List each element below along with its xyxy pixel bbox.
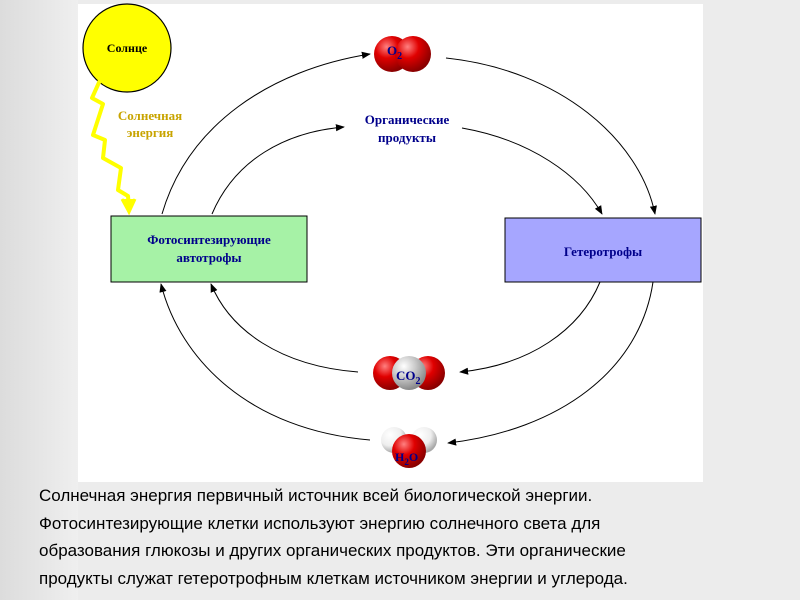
arrow-o2-to-heterotrophs: [445, 57, 657, 215]
heterotrophs-box: Гетеротрофы: [504, 217, 702, 283]
arrow-autotrophs-to-o2: [161, 51, 371, 215]
organic-products-label-line2: продукты: [378, 130, 436, 145]
arrow-heterotrophs-to-h2o: [447, 281, 654, 446]
sun: Солнце: [82, 3, 172, 93]
autotrophs-label-line2: автотрофы: [176, 250, 241, 265]
co2-carbon: [392, 356, 426, 390]
caption-line-2: Фотосинтезирующие клетки используют энер…: [39, 513, 601, 533]
caption-line-4: продукты служат гетеротрофным клеткам ис…: [39, 568, 628, 588]
solar-energy-bolt: [90, 77, 131, 209]
caption-line-1: Солнечная энергия первичный источник все…: [39, 486, 593, 505]
co2-molecule: CO2: [373, 356, 445, 390]
h2o-label: H2O: [395, 450, 418, 467]
o2-atom-right: [395, 36, 431, 72]
bolt-arrowhead: [120, 198, 137, 216]
autotrophs-rect: [110, 215, 308, 283]
o2-label: O2: [387, 43, 402, 62]
autotrophs-label-line1: Фотосинтезирующие: [147, 232, 271, 247]
caption-text: Солнечная энергия первичный источник все…: [39, 482, 779, 592]
co2-label: CO2: [396, 368, 421, 387]
caption-line-3: образования глюкозы и других органически…: [39, 541, 626, 560]
arrow-heterotrophs-to-co2: [459, 281, 601, 375]
h2o-oxygen: [392, 434, 426, 468]
arrow-autotrophs-to-organic: [211, 124, 345, 215]
arrow-h2o-to-autotrophs: [159, 283, 371, 441]
solar-energy-label-line2: энергия: [127, 125, 174, 140]
heterotrophs-label: Гетеротрофы: [564, 244, 642, 259]
solar-energy-label-line1: Солнечная: [118, 108, 182, 123]
arrow-organic-to-heterotrophs: [461, 127, 603, 215]
o2-molecule: O2: [374, 36, 431, 72]
sun-label: Солнце: [107, 41, 148, 55]
sun-circle: [82, 3, 172, 93]
arrow-co2-to-autotrophs: [210, 283, 359, 373]
slide-background: [0, 0, 78, 600]
heterotrophs-rect: [504, 217, 702, 283]
organic-products-label-line1: Органические: [365, 112, 450, 127]
h2o-molecule: H2O: [381, 427, 437, 468]
autotrophs-box: Фотосинтезирующие автотрофы: [110, 215, 308, 283]
